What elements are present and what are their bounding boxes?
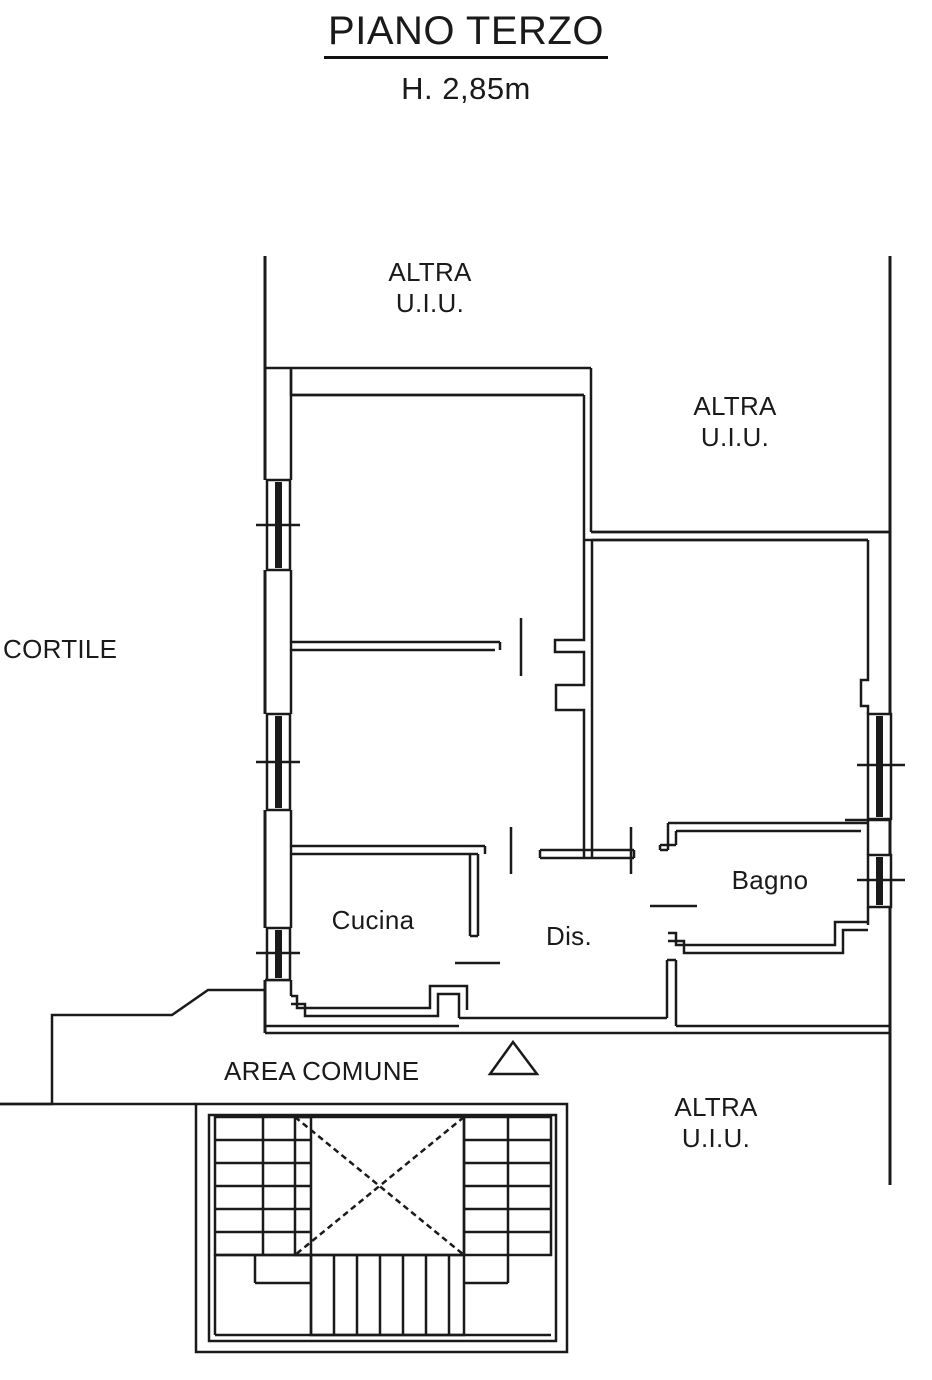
bottom-entry-wall [265, 958, 890, 1035]
window-right-upper [857, 712, 905, 821]
apartment-outer-walls [265, 366, 890, 642]
stairwell-enclosure [0, 1102, 569, 1354]
bagno-walls [658, 821, 868, 955]
window-right-lower [857, 853, 905, 909]
window-left-upper [256, 478, 300, 572]
cucina-walls [291, 844, 487, 1018]
door-jamb-ticks [509, 618, 633, 874]
window-left-lower [256, 926, 300, 982]
stair-treads-right [462, 1115, 553, 1257]
room-label-cucina: Cucina [331, 905, 415, 935]
annotation-altra-uiu-bottom: ALTRA U.I.U. [674, 1092, 758, 1153]
threshold-marks [455, 904, 697, 965]
terrace-outline [0, 988, 265, 1106]
lift-shaft-cross [293, 1115, 466, 1257]
central-dividing-wall [538, 540, 636, 860]
page-title: PIANO TERZO [324, 8, 608, 59]
partition-upper-horizontal [291, 640, 502, 652]
right-wall-between-windows [845, 818, 892, 925]
stair-treads-left [213, 1115, 313, 1257]
up-direction-triangle [487, 1039, 540, 1076]
room-label-disimpegno: Dis. [546, 921, 592, 951]
window-left-middle [256, 712, 300, 812]
page-subtitle: H. 2,85m [401, 71, 531, 106]
annotation-altra-uiu-right: ALTRA U.I.U. [693, 391, 777, 452]
room-label-bagno: Bagno [731, 865, 809, 895]
annotation-area-comune: AREA COMUNE [224, 1056, 420, 1086]
right-wing-walls [591, 530, 892, 714]
stair-treads-bottom [213, 1253, 551, 1337]
annotation-altra-uiu-top: ALTRA U.I.U. [388, 257, 472, 318]
annotation-cortile: CORTILE [3, 634, 118, 664]
title-block: PIANO TERZO H. 2,85m [0, 8, 932, 107]
